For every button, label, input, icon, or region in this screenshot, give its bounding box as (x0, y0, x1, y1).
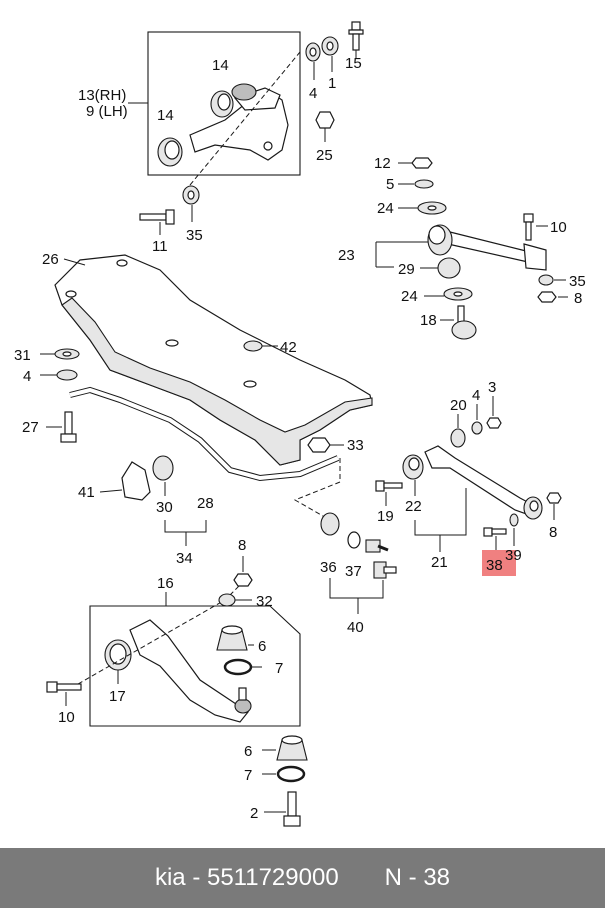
callout-35a: 35 (186, 227, 203, 244)
nut-8-lower (233, 573, 253, 587)
washer-5 (414, 179, 434, 189)
callout-8a: 8 (574, 290, 582, 307)
callout-40: 40 (347, 619, 364, 636)
oring-7-bottom (276, 765, 306, 783)
callout-32: 32 (256, 593, 273, 610)
nut-3 (486, 417, 502, 429)
callout-14b: 14 (157, 107, 174, 124)
callout-14a: 14 (212, 57, 229, 74)
stabilizer-link (365, 539, 397, 579)
callout-26: 26 (42, 251, 59, 268)
callout-42: 42 (280, 339, 297, 356)
callout-11: 11 (152, 238, 168, 255)
callout-4c: 4 (472, 387, 480, 404)
callout-8b: 8 (549, 524, 557, 541)
callout-4b: 4 (23, 368, 31, 385)
nut-25 (315, 111, 335, 129)
callout-5: 5 (386, 176, 394, 193)
callout-17: 17 (109, 688, 126, 705)
callout-1: 1 (328, 75, 336, 92)
callout-3: 3 (488, 379, 496, 396)
nut-8-lowerright (546, 492, 562, 504)
lower-arm-21 (402, 445, 543, 520)
bushing-36 (320, 512, 340, 536)
callout-28: 28 (197, 495, 214, 512)
bolt-2 (283, 791, 301, 827)
callout-20: 20 (450, 397, 467, 414)
bolt-19 (375, 480, 403, 492)
footer-brand-part: kia - 5511729000 (154, 864, 339, 891)
plug-42 (243, 340, 263, 352)
callout-22: 22 (405, 498, 422, 515)
callout-8c: 8 (238, 537, 246, 554)
callout-10a: 10 (550, 219, 567, 236)
callout-18: 18 (420, 312, 437, 329)
callout-24b: 24 (401, 288, 418, 305)
callout-29: 29 (398, 261, 415, 278)
lower-arm-frame (89, 605, 301, 727)
bolt-27 (60, 411, 77, 443)
bolt-18 (451, 305, 477, 340)
callout-6a: 6 (258, 638, 266, 655)
callout-2: 2 (250, 805, 258, 822)
callout-13rh: 13(RH) (78, 87, 126, 104)
bolt-10-left (46, 681, 82, 693)
bushing-6-top (216, 625, 248, 651)
nut-8-right (537, 291, 557, 303)
bolt-38 (483, 527, 507, 537)
callout-36: 36 (320, 559, 337, 576)
callout-35b: 35 (569, 273, 586, 290)
callout-7a: 7 (275, 660, 283, 677)
washer-35-right (538, 274, 554, 286)
washer-39 (509, 513, 519, 527)
callout-9lh: 9 (LH) (86, 103, 128, 120)
trailing-link-23 (427, 224, 547, 271)
callout-37: 37 (345, 563, 362, 580)
washer-4-left (56, 369, 78, 381)
stabilizer-bar-28 (69, 386, 340, 482)
callout-23: 23 (338, 247, 355, 264)
callout-6b: 6 (244, 743, 252, 760)
footer-bar: kia - 5511729000 N - 38 (0, 848, 605, 908)
callout-21: 21 (431, 554, 448, 571)
washer-32 (218, 593, 236, 607)
crossmember-26 (54, 254, 373, 466)
upper-control-arm (157, 83, 289, 167)
callout-27: 27 (22, 419, 39, 436)
callout-10b: 10 (58, 709, 75, 726)
bolt-10-right (523, 213, 534, 241)
bolt-11 (139, 209, 175, 225)
callout-15: 15 (345, 55, 362, 72)
bracket-41 (121, 461, 151, 501)
washer-4-right (471, 421, 483, 435)
washer-20 (450, 428, 466, 448)
bushing-30 (152, 455, 174, 481)
callout-38: 38 (486, 557, 503, 574)
callout-19: 19 (377, 508, 394, 525)
nut-33 (307, 437, 331, 453)
oring-37 (347, 531, 361, 549)
callout-39: 39 (505, 547, 522, 564)
callout-24a: 24 (377, 200, 394, 217)
bushing-29 (437, 257, 461, 279)
nut-12 (411, 157, 433, 169)
callout-33: 33 (347, 437, 364, 454)
exploded-parts-diagram: 1 4 15 25 14 14 13(RH) 9 (LH) 11 35 12 5… (14, 21, 586, 827)
bolt-15 (348, 21, 364, 51)
callout-31: 31 (14, 347, 31, 364)
callout-41: 41 (78, 484, 95, 501)
bushing-6-bottom (276, 735, 308, 761)
callout-34: 34 (176, 550, 193, 567)
footer-position: N - 38 (384, 864, 451, 891)
callout-4a: 4 (309, 85, 317, 102)
callout-16: 16 (157, 575, 174, 592)
callout-12: 12 (374, 155, 391, 172)
callout-25: 25 (316, 147, 333, 164)
highlight-38 (482, 550, 516, 576)
oring-7-top (223, 658, 253, 676)
callout-30: 30 (156, 499, 173, 516)
callout-7b: 7 (244, 767, 252, 784)
